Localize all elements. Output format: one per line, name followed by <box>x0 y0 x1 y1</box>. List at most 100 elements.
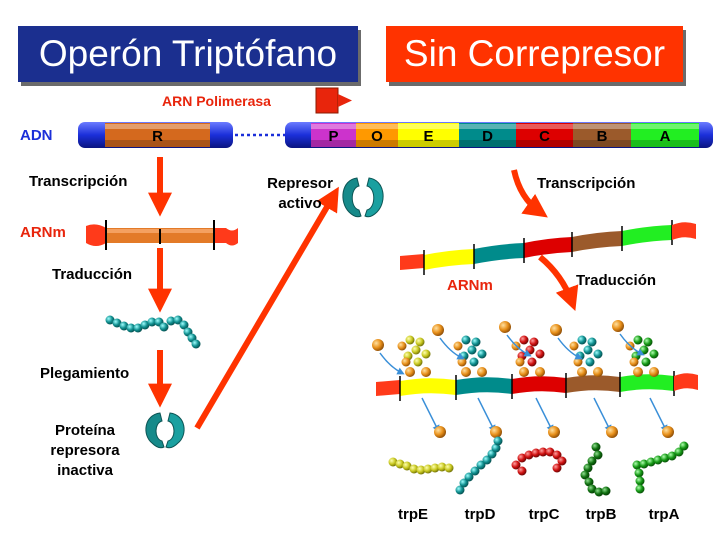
ribosome-cluster-4 <box>569 335 603 377</box>
dna-segment-label-d: D <box>482 128 493 145</box>
active-repressor-label: Represor activo <box>267 175 333 212</box>
enzyme-bead <box>545 447 555 457</box>
active-line2: activo <box>278 195 321 212</box>
dna-segment-c: C <box>516 123 573 147</box>
free-amino-acid <box>550 324 562 336</box>
enzyme-bead <box>444 463 454 473</box>
enzyme-bead <box>679 441 689 451</box>
polysome-peptides <box>372 320 659 377</box>
dna-segment-label-o: O <box>371 128 383 145</box>
arrow-transcription-right <box>511 169 548 218</box>
free-amino-acid <box>432 324 444 336</box>
amino-acid-bead <box>105 315 115 325</box>
dna-segment-label-b: B <box>597 128 608 145</box>
enzyme-bead <box>584 477 594 487</box>
free-amino-acid <box>499 321 511 333</box>
enzyme-bead <box>601 486 611 496</box>
tRNA-arrow <box>506 334 532 357</box>
released-amino-acid <box>662 426 674 438</box>
product-label-trpe: trpE <box>398 506 428 523</box>
inactive-line2: represora <box>50 442 120 459</box>
enzyme-bead <box>416 465 426 475</box>
enzyme-bead <box>538 447 548 457</box>
arrow-translation-right <box>538 254 579 312</box>
product-trpb: trpB <box>580 397 618 523</box>
product-trpd: trpD <box>455 397 503 523</box>
mrna-right-ribbon <box>400 220 696 275</box>
product-label-trpa: trpA <box>649 506 680 523</box>
amino-acid-bead <box>191 339 201 349</box>
tRNA-arrow <box>619 333 645 356</box>
product-label-trpb: trpB <box>586 506 617 523</box>
enzyme-bead <box>646 457 656 467</box>
amino-acid-bead <box>166 316 176 326</box>
enzyme-bead <box>511 460 521 470</box>
enzyme-bead <box>402 461 412 471</box>
enzyme-bead <box>470 466 480 476</box>
inactive-repressor-icon <box>145 412 185 449</box>
mrna-right-label: ARNm <box>447 277 493 294</box>
enzyme-bead <box>388 457 398 467</box>
tRNA-arrow <box>439 337 465 360</box>
free-amino-acid <box>612 320 624 332</box>
enzyme-bead <box>395 459 405 469</box>
translation-left-label: Traducción <box>52 266 132 283</box>
amino-acid-bead <box>159 322 169 332</box>
enzyme-bead <box>632 460 642 470</box>
translation-right-label: Traducción <box>576 272 656 289</box>
active-repressor-icon <box>342 177 384 218</box>
amino-acid-bead <box>112 318 122 328</box>
inactive-repressor-label: Proteína represora inactiva <box>50 422 120 479</box>
enzyme-bead <box>660 453 670 463</box>
mrna-left-ribbon <box>86 220 238 250</box>
dna-segment-o: O <box>356 123 398 147</box>
ribosome-cluster-5 <box>625 335 659 377</box>
mrna-polysome-ribbon <box>376 371 698 401</box>
enzyme-bead <box>674 447 684 457</box>
enzyme-bead <box>524 450 534 460</box>
ribosome-cluster-1 <box>397 335 431 377</box>
enzyme-bead <box>482 455 492 465</box>
enzyme-bead <box>437 462 447 472</box>
enzyme-bead <box>593 450 603 460</box>
dna-segment-b: B <box>573 123 631 147</box>
enzyme-bead <box>552 463 562 473</box>
release-arrow <box>477 397 496 433</box>
release-arrow <box>649 397 668 433</box>
polymerase-label: ARN Polimerasa <box>162 93 271 109</box>
product-trpe: trpE <box>388 397 454 523</box>
dna-segment-label-a: A <box>660 128 671 145</box>
dna-segment-e: E <box>398 123 459 147</box>
released-amino-acid <box>606 426 618 438</box>
amino-acid-bead <box>126 323 136 333</box>
dna-segment-a: A <box>631 123 699 147</box>
dna-segment-d: D <box>459 123 516 147</box>
enzyme-bead <box>423 464 433 474</box>
enzyme-bead <box>583 463 593 473</box>
tRNA-arrow <box>379 352 405 375</box>
amino-acid-bead <box>133 323 143 333</box>
amino-acid-bead <box>179 320 189 330</box>
product-label-trpc: trpC <box>529 506 560 523</box>
free-amino-acid <box>372 339 384 351</box>
enzyme-bead <box>455 485 465 495</box>
amino-acid-bead <box>119 321 129 331</box>
dna-segment-label-p: P <box>328 128 338 145</box>
enzyme-bead <box>464 472 474 482</box>
amino-acid-bead <box>140 320 150 330</box>
ribosome-cluster-2 <box>453 335 487 377</box>
inactive-line3: inactiva <box>57 462 114 479</box>
product-trpc: trpC <box>511 397 567 523</box>
dna-segment-r: R <box>105 123 210 147</box>
enzyme-bead <box>430 463 440 473</box>
amino-acid-bead <box>173 315 183 325</box>
released-amino-acid <box>490 426 502 438</box>
folding-label: Plegamiento <box>40 365 129 382</box>
enzyme-bead <box>493 436 503 446</box>
enzyme-bead <box>635 476 645 486</box>
product-label-trpd: trpD <box>465 506 496 523</box>
enzyme-bead <box>476 460 486 470</box>
dna-segment-label-e: E <box>423 128 433 145</box>
